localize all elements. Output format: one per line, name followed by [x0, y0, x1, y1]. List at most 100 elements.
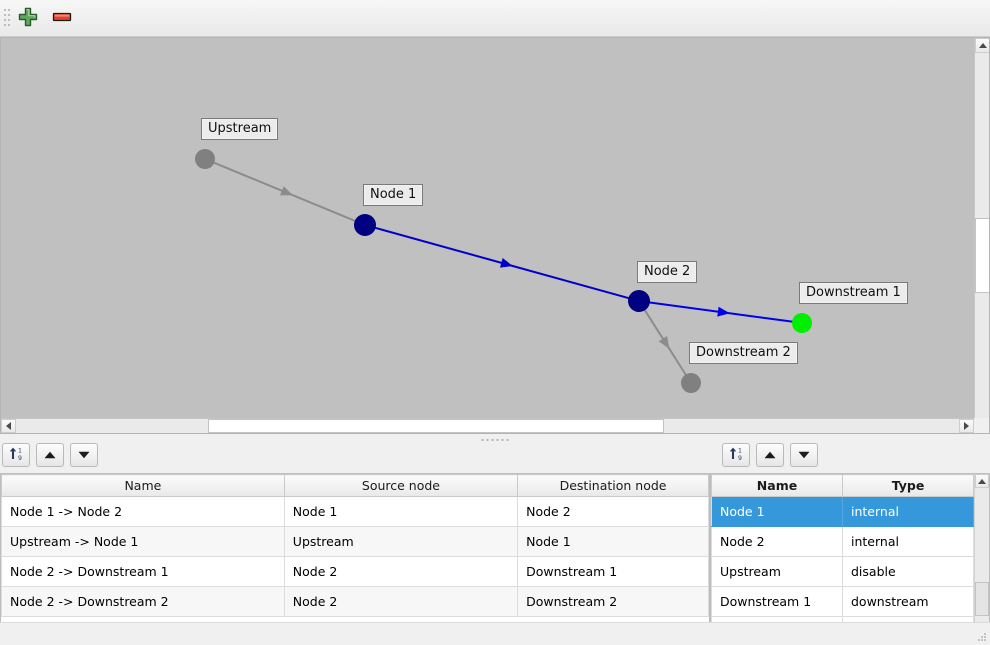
- column-header-2[interactable]: Destination node: [517, 474, 709, 497]
- edge-arrowhead: [279, 186, 293, 196]
- cell-0[interactable]: Node 2: [711, 526, 843, 557]
- svg-text:9: 9: [18, 455, 22, 462]
- graph-horizontal-scrollbar[interactable]: [1, 418, 974, 433]
- resize-grip[interactable]: [978, 633, 987, 642]
- cell-1[interactable]: internal: [842, 526, 974, 557]
- cell-2[interactable]: Node 1: [517, 526, 709, 557]
- edges-sort-button[interactable]: 1 9: [2, 443, 30, 467]
- nodes-vertical-scrollbar[interactable]: [974, 474, 989, 644]
- edges-toolbar: 1 9: [2, 443, 710, 469]
- nodes-move-up-button[interactable]: [756, 443, 784, 467]
- edge-arrowhead: [499, 257, 513, 268]
- graph-vertical-scrollbar[interactable]: [974, 38, 989, 433]
- red-minus-icon: [50, 6, 74, 31]
- svg-text:9: 9: [738, 455, 742, 462]
- graph-node-label-downstream2[interactable]: Downstream 2: [689, 342, 798, 364]
- cell-1[interactable]: Node 2: [284, 556, 519, 587]
- column-header-1[interactable]: Source node: [284, 474, 519, 497]
- cell-2[interactable]: Node 2: [517, 496, 709, 527]
- column-header-0[interactable]: Name: [1, 474, 285, 497]
- cell-0[interactable]: Node 2 -> Downstream 2: [1, 586, 285, 617]
- triangle-up-icon: [763, 448, 777, 463]
- graph-canvas[interactable]: [1, 38, 976, 420]
- green-plus-icon: [17, 6, 39, 31]
- node-layer: [195, 149, 812, 393]
- remove-node-button[interactable]: [48, 5, 76, 32]
- status-bar: [0, 622, 990, 645]
- edge-arrowhead: [717, 306, 730, 317]
- triangle-down-icon: [797, 448, 811, 463]
- cell-0[interactable]: Node 1 -> Node 2: [1, 496, 285, 527]
- edge-arrowhead: [658, 335, 670, 349]
- graph-node-downstream1[interactable]: [792, 313, 812, 333]
- graph-scroll-left-button[interactable]: [1, 419, 16, 433]
- toolbar-drag-handle[interactable]: [4, 9, 11, 29]
- cell-0[interactable]: Node 2 -> Downstream 1: [1, 556, 285, 587]
- cell-0[interactable]: Upstream: [711, 556, 843, 587]
- column-header-0[interactable]: Name: [711, 474, 843, 497]
- svg-text:1: 1: [18, 448, 22, 455]
- nodes-scroll-up-button[interactable]: [975, 474, 989, 488]
- graph-scroll-up-button[interactable]: [975, 38, 989, 53]
- edges-move-up-button[interactable]: [36, 443, 64, 467]
- graph-node-upstream[interactable]: [195, 149, 215, 169]
- cell-2[interactable]: Downstream 1: [517, 556, 709, 587]
- add-node-button[interactable]: [14, 5, 42, 32]
- cell-1[interactable]: disable: [842, 556, 974, 587]
- cell-0[interactable]: Upstream -> Node 1: [1, 526, 285, 557]
- graph-horizontal-thumb[interactable]: [208, 419, 664, 433]
- nodes-vertical-thumb[interactable]: [975, 582, 989, 616]
- panel-splitter[interactable]: [0, 435, 990, 446]
- triangle-up-icon: [978, 478, 986, 484]
- triangle-left-icon: [6, 422, 11, 430]
- scrollbar-corner: [974, 418, 989, 433]
- graph-node-node1[interactable]: [354, 214, 376, 236]
- graph-node-label-node2[interactable]: Node 2: [637, 261, 698, 283]
- cell-0[interactable]: Downstream 1: [711, 586, 843, 617]
- graph-vertical-thumb[interactable]: [975, 218, 989, 293]
- splitter-grip: [481, 439, 509, 441]
- nodes-toolbar: 1 9: [712, 443, 990, 469]
- graph-node-label-node1[interactable]: Node 1: [363, 184, 424, 206]
- cell-1[interactable]: Upstream: [284, 526, 519, 557]
- cell-0[interactable]: Node 1: [711, 496, 843, 527]
- triangle-up-icon: [43, 448, 57, 463]
- cell-2[interactable]: Downstream 2: [517, 586, 709, 617]
- graph-node-node2[interactable]: [628, 290, 650, 312]
- main-toolbar: [0, 0, 990, 37]
- sort-ascending-icon: 1 9: [8, 445, 25, 465]
- graph-node-label-upstream[interactable]: Upstream: [201, 118, 279, 140]
- graph-scroll-right-button[interactable]: [959, 419, 974, 433]
- cell-1[interactable]: downstream: [842, 586, 974, 617]
- cell-1[interactable]: Node 1: [284, 496, 519, 527]
- graph-node-label-downstream1[interactable]: Downstream 1: [799, 282, 908, 304]
- nodes-move-down-button[interactable]: [790, 443, 818, 467]
- cell-1[interactable]: internal: [842, 496, 974, 527]
- edges-move-down-button[interactable]: [70, 443, 98, 467]
- cell-1[interactable]: Node 2: [284, 586, 519, 617]
- nodes-sort-button[interactable]: 1 9: [722, 443, 750, 467]
- triangle-up-icon: [978, 43, 987, 48]
- column-header-1[interactable]: Type: [842, 474, 974, 497]
- graph-node-downstream2[interactable]: [681, 373, 701, 393]
